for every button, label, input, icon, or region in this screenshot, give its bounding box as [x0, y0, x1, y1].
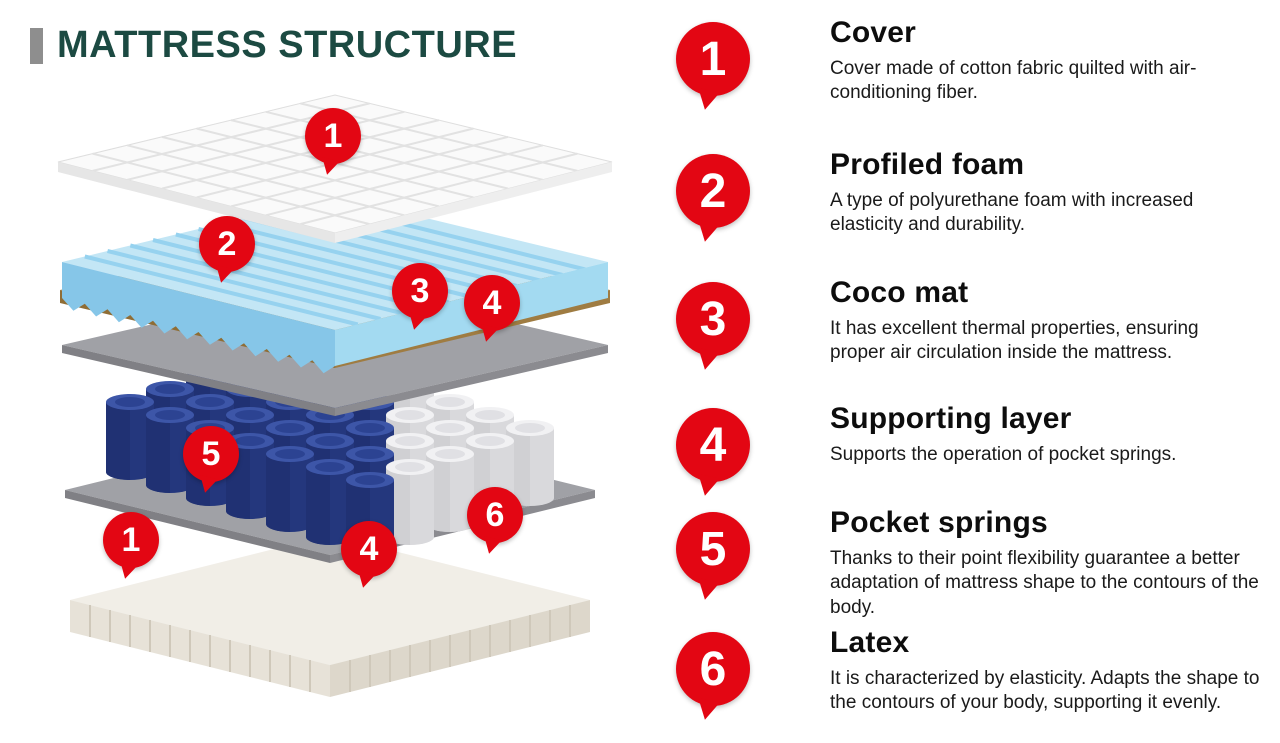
legend-description-cover: Cover made of cotton fabric quilted with… — [830, 58, 1197, 104]
legend-marker-6: 6 — [676, 632, 750, 706]
legend-text-coco-mat: Coco mat It has excellent thermal proper… — [830, 276, 1255, 366]
legend-title-coco-mat: Coco mat — [830, 276, 969, 309]
legend-marker-3: 3 — [676, 282, 750, 356]
legend-description-pocket-springs: Thanks to their point flexibility guaran… — [830, 548, 1259, 618]
legend-description-profiled-foam: A type of polyurethane foam with increas… — [830, 190, 1194, 236]
page-header: MATTRESS STRUCTURE — [30, 24, 517, 67]
legend-marker-1: 1 — [676, 22, 750, 96]
diagram-marker-latex: 6 — [467, 487, 523, 543]
page-title: MATTRESS STRUCTURE — [57, 24, 518, 66]
legend-description-latex: It is characterized by elasticity. Adapt… — [830, 668, 1260, 714]
legend-title-supporting-layer: Supporting layer — [830, 402, 1072, 435]
legend-text-pocket-springs: Pocket springs Thanks to their point fle… — [830, 506, 1259, 620]
mattress-illustration — [57, 94, 613, 697]
legend-title-pocket-springs: Pocket springs — [830, 506, 1048, 539]
legend-text-cover: Cover Cover made of cotton fabric quilte… — [830, 16, 1255, 106]
legend-marker-2: 2 — [676, 154, 750, 228]
legend-marker-4: 4 — [676, 408, 750, 482]
legend-text-supporting-layer: Supporting layer Supports the operation … — [830, 402, 1255, 467]
legend-title-profiled-foam: Profiled foam — [830, 148, 1025, 181]
diagram-marker-coco-mat: 3 — [392, 263, 448, 319]
diagram-marker-cover: 1 — [305, 108, 361, 164]
legend-marker-5: 5 — [676, 512, 750, 586]
legend-title-latex: Latex — [830, 626, 910, 659]
diagram-marker-supporting-layer-bottom: 4 — [341, 521, 397, 577]
legend-text-profiled-foam: Profiled foam A type of polyurethane foa… — [830, 148, 1255, 238]
diagram-marker-cover-bottom: 1 — [103, 512, 159, 568]
legend-description-coco-mat: It has excellent thermal properties, ens… — [830, 318, 1199, 364]
diagram-marker-supporting-layer: 4 — [464, 275, 520, 331]
legend-text-latex: Latex It is characterized by elasticity.… — [830, 626, 1260, 716]
diagram-marker-pocket-springs: 5 — [183, 426, 239, 482]
legend-title-cover: Cover — [830, 16, 917, 49]
legend-description-supporting-layer: Supports the operation of pocket springs… — [830, 444, 1177, 465]
diagram-marker-profiled-foam: 2 — [199, 216, 255, 272]
title-accent-bar — [30, 27, 43, 64]
layer-base — [70, 535, 590, 697]
